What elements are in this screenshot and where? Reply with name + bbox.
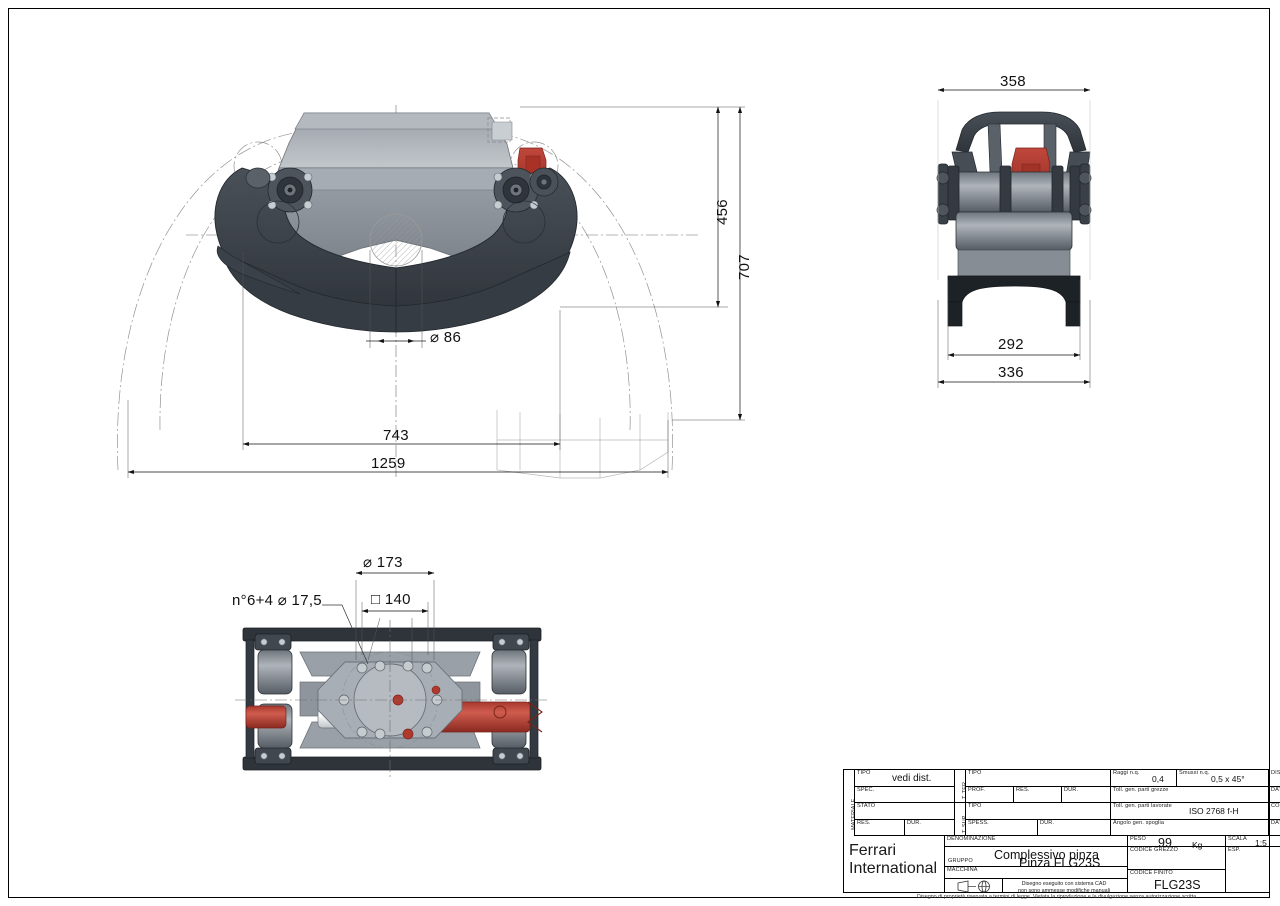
tolerance-standard-value: ISO 2768 f-H: [1189, 806, 1239, 816]
material-res-row: RES.: [855, 819, 905, 836]
toll-lavorate-row: Toll. gen. parti lavorate: [1111, 803, 1269, 820]
cad-note-cell: [945, 879, 1128, 893]
toll-grezze-row: Toll. gen. parti grezze: [1111, 786, 1269, 803]
material-stato-row: STATO: [855, 803, 955, 820]
dim-width-292: 292: [998, 336, 1024, 353]
logo-subtitle: International: [849, 860, 938, 877]
materiale-column: MATERIALE: [844, 770, 855, 836]
dim-width-1259: 1259: [371, 455, 406, 472]
raggi-row: Raggi n.q.: [1111, 770, 1177, 787]
peso-label: PESO: [1128, 836, 1226, 847]
sheet-border: [8, 8, 1270, 898]
logo-wordmark: Ferrari: [849, 842, 897, 859]
dim-width-336: 336: [998, 364, 1024, 381]
smussi-value: 0,5 x 45°: [1211, 774, 1245, 784]
raggi-value: 0,4: [1152, 774, 1164, 784]
dim-height-707: 707: [736, 254, 753, 280]
tsup-spess-row: SPESS.: [966, 819, 1038, 836]
gruppo-label: GRUPPO: [948, 858, 973, 864]
dim-diameter-173: ⌀ 173: [363, 554, 403, 571]
data2-row: DATA: [1269, 820, 1280, 836]
cont-row: CONT.: [1269, 803, 1280, 820]
first-angle-projection-icon: [957, 880, 990, 893]
material-tipo-row: TIPO: [855, 770, 955, 787]
ferrari-logo: Ferrari International: [849, 842, 941, 878]
side-view-dimensions: [937, 87, 1091, 388]
front-view-dimensions: [127, 106, 745, 478]
title-block: MATERIALE T. TER. T. SUP. TIPO vedi dist…: [843, 769, 1280, 896]
material-dur-row: DUR.: [905, 819, 955, 836]
t-sup-column: T. SUP.: [955, 803, 966, 836]
data-row: DATA: [1269, 787, 1280, 803]
tter-res-row: RES.: [1014, 786, 1062, 803]
code-finished-value: FLG23S: [1154, 878, 1201, 892]
dim-height-456: 456: [714, 199, 731, 225]
denominazione-label: DENOMINAZIONE: [945, 836, 1128, 847]
tsup-dur-row: DUR.: [1038, 819, 1111, 836]
copyright-footer: Disegno di proprietà riservata a termini…: [916, 894, 1197, 900]
esp-cell: ESP.: [1228, 847, 1241, 853]
drawing-title: Complessivo pinza: [994, 848, 1099, 862]
codice-grezzo-row: CODICE GREZZO: [1128, 847, 1226, 870]
top-view-dimensions: [322, 570, 435, 665]
angolo-row: Angolo gen. spoglia: [1111, 819, 1269, 836]
tter-tipo-row: TIPO: [966, 770, 1111, 787]
scala-label: SCALA: [1226, 836, 1280, 847]
dim-square-140: □ 140: [371, 591, 411, 608]
side-view-geometry: [936, 111, 1092, 327]
cad-note: Disegno eseguito con sistema CAD non son…: [1004, 881, 1124, 896]
material-tipo-value: vedi dist.: [892, 773, 932, 784]
tsup-tipo-row: TIPO: [966, 803, 1111, 820]
material-spec-row: SPEC.: [855, 786, 955, 803]
group-value: Pinza FLG23S: [1019, 856, 1101, 870]
codice-finito-row: CODICE FINITO: [1128, 870, 1226, 893]
tter-prof-row: PROF.: [966, 786, 1014, 803]
tter-dur-row: DUR.: [1062, 786, 1111, 803]
dim-bolt-pattern: n°6+4 ⌀ 17,5: [232, 592, 322, 609]
denominazione-value-cell: [945, 847, 1128, 867]
cad-note-line1: Disegno eseguito con sistema CAD: [1021, 881, 1107, 887]
top-view-geometry: [235, 620, 548, 778]
front-view-geometry: [117, 105, 700, 480]
weight-unit: Kg: [1192, 840, 1203, 850]
logo-cell: [844, 836, 945, 893]
dis-row: DIS.: [1269, 770, 1280, 787]
cad-note-line2: non sono ammesse modifiche manuali: [1018, 888, 1110, 895]
macchina-row: MACCHINA: [945, 867, 1128, 879]
dim-width-358: 358: [1000, 73, 1026, 90]
dim-diameter-86: ⌀ 86: [430, 329, 462, 346]
projection-symbol-cell: [945, 879, 1003, 893]
weight-value: 99: [1158, 836, 1172, 850]
dim-width-743: 743: [383, 427, 409, 444]
t-ter-column: T. TER.: [955, 770, 966, 803]
scale-value: 1:5: [1255, 838, 1267, 848]
smussi-row: Smussi n.q.: [1177, 770, 1269, 787]
